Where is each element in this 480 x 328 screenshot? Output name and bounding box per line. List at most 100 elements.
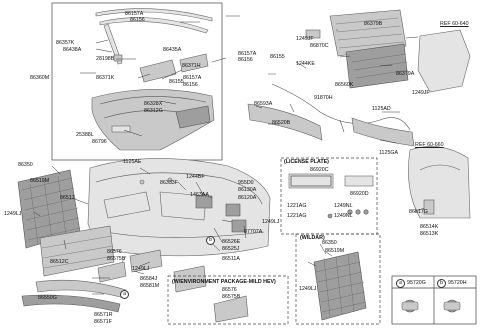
label-86560K: 86560K	[335, 82, 354, 88]
label-86525J: 86525J	[222, 246, 240, 252]
label-86155: 86155	[169, 79, 184, 85]
label-86526E: 86526E	[222, 239, 241, 245]
ref-60-640-panel	[417, 29, 471, 93]
bumper-beam	[247, 103, 323, 141]
label-1249NL: 1249NL	[334, 203, 353, 209]
label-86571R: 86571R	[94, 312, 113, 318]
upper-trim-strip-2	[99, 17, 209, 34]
skid-86571R	[21, 294, 121, 313]
label-86120A: 86120A	[238, 195, 257, 201]
label-86435A: 86435A	[163, 47, 182, 53]
under-cover	[91, 89, 215, 151]
upper-trim-strip	[95, 8, 213, 22]
callout-a-on-bumper: a	[120, 290, 129, 299]
cover-86312G	[175, 105, 211, 129]
label-1244KE: 1244KE	[296, 61, 315, 67]
label-86511A: 86511A	[222, 256, 240, 262]
side-trim-strip	[103, 23, 123, 65]
bracket-86870C	[305, 29, 321, 39]
callout-b-on-bumper: b	[206, 236, 215, 245]
lower-grille	[39, 225, 115, 277]
label-86519M: 86519M	[30, 178, 50, 184]
seal-25388L	[111, 125, 131, 133]
label-1125AE: 1125AE	[123, 159, 142, 165]
environment-package-box	[167, 275, 289, 325]
label-86870C: 86870C	[310, 43, 329, 49]
garnish-86584J	[129, 249, 163, 273]
label-1221AG-b: 1221AG	[287, 213, 307, 219]
label-1249NL-b: 1249NL	[334, 213, 353, 219]
label-28198B: 28198B	[96, 56, 115, 62]
label-95720H: 95720H	[448, 280, 467, 286]
bracket-86130A	[225, 203, 241, 217]
label-1463AA: 1463AA	[190, 192, 209, 198]
label-86796: 86796	[92, 139, 107, 145]
label-25388L: 25388L	[76, 132, 94, 138]
label-86156: 86156	[130, 17, 145, 23]
label-86584J: 86584J	[140, 276, 158, 282]
active-air-flap	[345, 43, 409, 89]
environment-title: (W/ENVIRONMENT PACKAGE-MILD HEV)	[172, 279, 276, 285]
wildar-title: (WILDAR)	[300, 235, 325, 241]
label-86155-b: 86155	[270, 54, 285, 60]
label-86379A: 86379A	[396, 71, 415, 77]
label-ref-60-660: REF 60-660	[415, 142, 444, 148]
label-86157A-c: 86157A	[238, 51, 257, 57]
label-86513K: 86513K	[420, 231, 439, 237]
label-86371K: 86371K	[96, 75, 115, 81]
label-86379B: 86379B	[364, 21, 383, 27]
cover-86371K	[139, 59, 177, 83]
label-1249JF: 1249JF	[296, 36, 314, 42]
label-1244BF: 1244BF	[186, 174, 205, 180]
label-86357K: 86357K	[56, 40, 75, 46]
label-86575B: 86575B	[107, 256, 126, 262]
label-86593A: 86593A	[254, 101, 273, 107]
label-955D0: 955D0	[238, 180, 254, 186]
label-86157A: 86157A	[125, 11, 144, 17]
label-86520B: 86520B	[272, 120, 291, 126]
bumper-absorber	[351, 117, 415, 147]
label-86514K: 86514K	[420, 224, 439, 230]
clip-28198B	[113, 54, 123, 62]
bracket-86120A	[231, 219, 247, 233]
label-86371H: 86371H	[182, 63, 201, 69]
label-1125GA: 1125GA	[379, 150, 399, 156]
license-plate-title: (LICENSE PLATE)	[284, 159, 329, 165]
label-1249LJ-c: 1249LJ	[132, 266, 150, 272]
label-ref-60-640: REF 60-640	[440, 21, 469, 27]
label-86575B-b: 86575B	[222, 294, 241, 300]
label-87707A: 87707A	[244, 229, 263, 235]
label-1249LJ-d: 1249LJ	[299, 286, 317, 292]
label-86920C: 86920C	[310, 167, 329, 173]
label-86130A: 86130A	[238, 187, 257, 193]
label-1249LJ-b: 1249LJ	[262, 219, 280, 225]
label-1249JF-b: 1249JF	[412, 90, 430, 96]
label-86571F: 86571F	[94, 319, 112, 325]
label-86333F: 86333F	[160, 180, 178, 186]
label-86350: 86350	[18, 162, 33, 168]
label-86517: 86517	[60, 195, 75, 201]
label-86576-b: 86576	[222, 287, 237, 293]
label-86519M-b: 86519M	[325, 248, 345, 254]
label-86156-c: 86156	[238, 57, 253, 63]
sensor-955D0	[195, 195, 213, 209]
callout-a: a	[396, 279, 405, 288]
grille-frame	[329, 9, 407, 57]
label-1249LJ: 1249LJ	[4, 211, 22, 217]
label-86920D: 86920D	[350, 191, 369, 197]
label-1221AG: 1221AG	[287, 203, 307, 209]
label-86328X: 86328X	[144, 101, 163, 107]
cover-86371H	[179, 53, 209, 73]
label-86512C: 86512C	[50, 259, 69, 265]
fender	[408, 146, 471, 219]
grille-wildar	[313, 251, 367, 321]
label-86581M: 86581M	[140, 283, 160, 289]
label-1125AD: 1125AD	[372, 106, 391, 112]
label-86517G: 86517G	[409, 209, 428, 215]
garnish-86576	[97, 261, 127, 283]
wiring-harness	[271, 83, 411, 131]
label-86312G: 86312G	[144, 108, 163, 114]
callout-b: b	[437, 279, 446, 288]
